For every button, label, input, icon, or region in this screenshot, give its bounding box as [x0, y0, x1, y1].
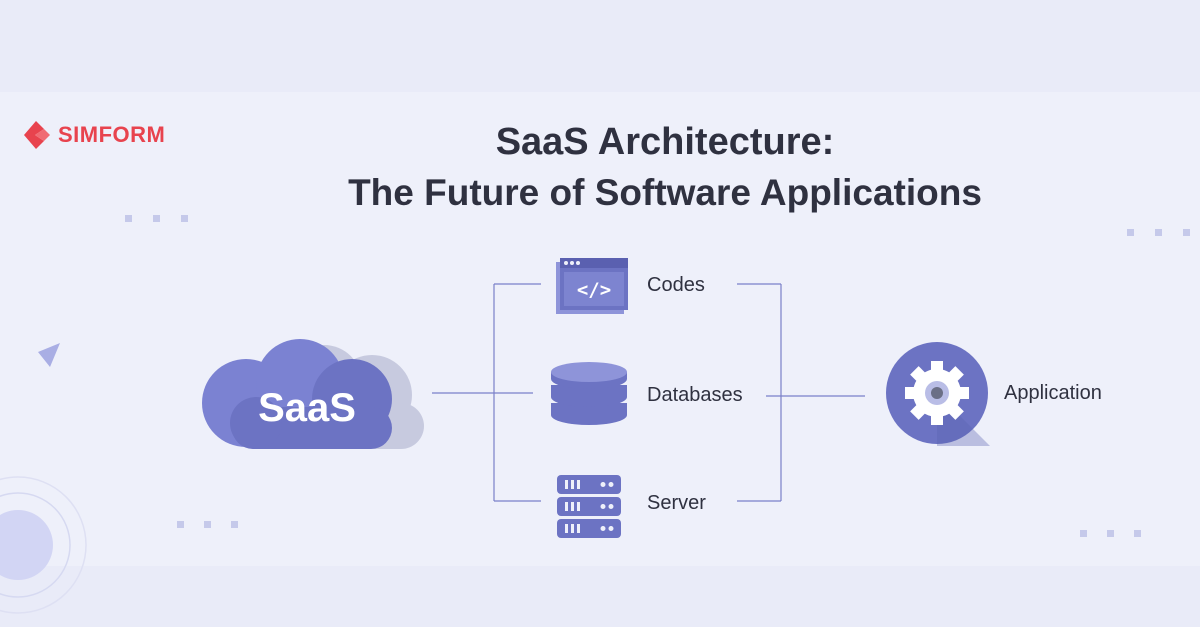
cloud-icon [202, 339, 424, 449]
page-title: SaaS Architecture: The Future of Softwar… [300, 117, 1030, 219]
dots-top-right [1127, 229, 1190, 236]
title-line-2: The Future of Software Applications [348, 172, 982, 213]
code-window-icon: </> [556, 258, 628, 314]
dots-bottom-left [177, 521, 238, 528]
brand-name: SIMFORM [58, 122, 166, 147]
connector-lines [432, 283, 865, 502]
title-line-1: SaaS Architecture: [495, 121, 835, 163]
server-icon [557, 475, 621, 538]
server-label: Server [647, 492, 706, 514]
application-label: Application [1004, 382, 1102, 404]
databases-label: Databases [647, 384, 743, 406]
triangle-decor [38, 343, 60, 367]
dots-bottom-right [1080, 530, 1141, 537]
simform-logo-icon [24, 121, 50, 149]
codes-label: Codes [647, 274, 705, 296]
circle-decor-filled [0, 510, 53, 580]
database-icon [551, 362, 627, 425]
gear-icon [886, 342, 990, 446]
dots-top-left [125, 215, 188, 222]
bottom-band [0, 566, 1200, 627]
circle-decor-ring-outer [0, 476, 87, 614]
simform-logo[interactable]: SIMFORM [22, 119, 165, 151]
circle-decor-ring-inner [0, 492, 71, 598]
top-band [0, 0, 1200, 92]
saas-label: SaaS [258, 386, 356, 430]
svg-text:</>: </> [577, 279, 611, 301]
